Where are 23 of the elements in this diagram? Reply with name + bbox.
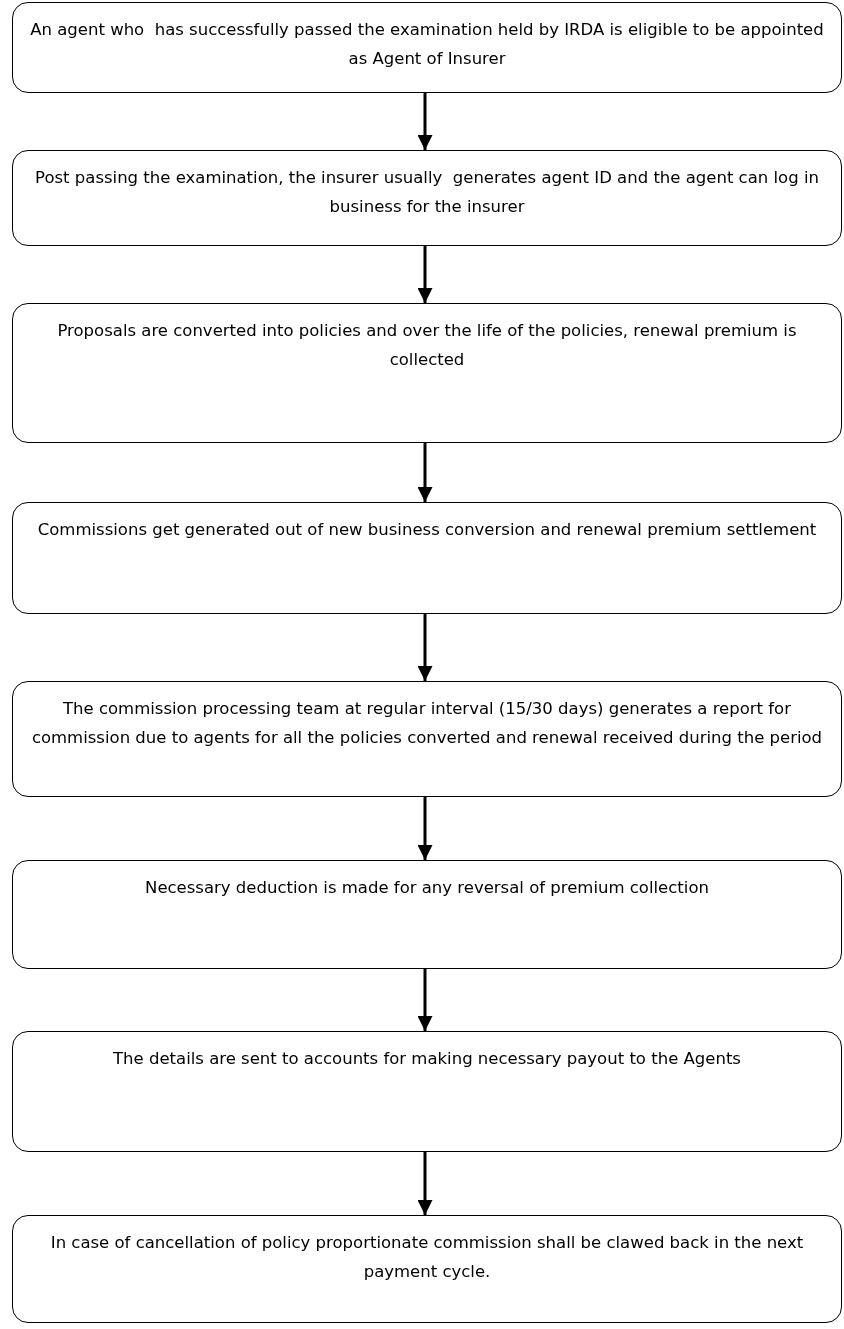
process-box — [12, 1031, 842, 1152]
process-box — [12, 860, 842, 969]
process-box — [12, 502, 842, 614]
process-box — [12, 303, 842, 443]
process-box — [12, 681, 842, 797]
arrow — [417, 246, 433, 303]
step-text: Necessary deduction is made for any reversal of premium collection — [144, 877, 710, 899]
step-text: The commission processing team at regular interval (15/30 days) generates a report for commission due to agents for all the policies converted and renewal received during the period — [30, 698, 824, 749]
step-text: In case of cancellation of policy proportionate commission shall be clawed back in the next payment cycle. — [49, 1232, 805, 1283]
step-text: The details are sent to accounts for making necessary payout to the Agents — [112, 1048, 742, 1070]
arrow — [417, 93, 433, 150]
step-text: Proposals are converted into policies and over the life of the policies, renewal premium is collected — [56, 320, 798, 371]
step-text: Commissions get generated out of new business conversion and renewal premium settlement — [36, 519, 818, 541]
arrow — [417, 614, 433, 681]
process-box — [12, 1215, 842, 1323]
arrow — [417, 443, 433, 502]
step-text: Post passing the examination, the insurer usually generates agent ID and the agent can log in business for the insurer — [34, 167, 820, 218]
process-box — [12, 150, 842, 246]
arrow — [417, 797, 433, 860]
arrow — [417, 969, 433, 1031]
process-box — [12, 2, 842, 93]
step-text: An agent who has successfully passed the examination held by IRDA is eligible to be appointed as Agent of Insurer — [29, 19, 825, 70]
arrow — [417, 1152, 433, 1215]
